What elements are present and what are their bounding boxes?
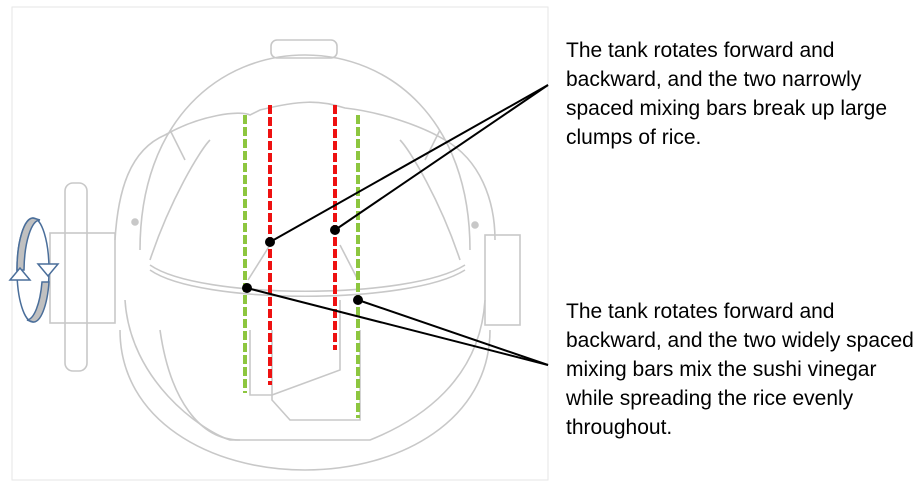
wide-bars-caption: The tank rotates forward and backward, a… (566, 300, 914, 439)
mixing-bars (243, 105, 360, 418)
callout-lines (246, 84, 549, 366)
tank-outline (49, 39, 521, 471)
callout-dots (242, 225, 363, 305)
rotation-arrow-icon (8, 217, 60, 323)
frame (11, 6, 549, 481)
narrow-bars-caption: The tank rotates forward and backward, a… (566, 39, 888, 149)
